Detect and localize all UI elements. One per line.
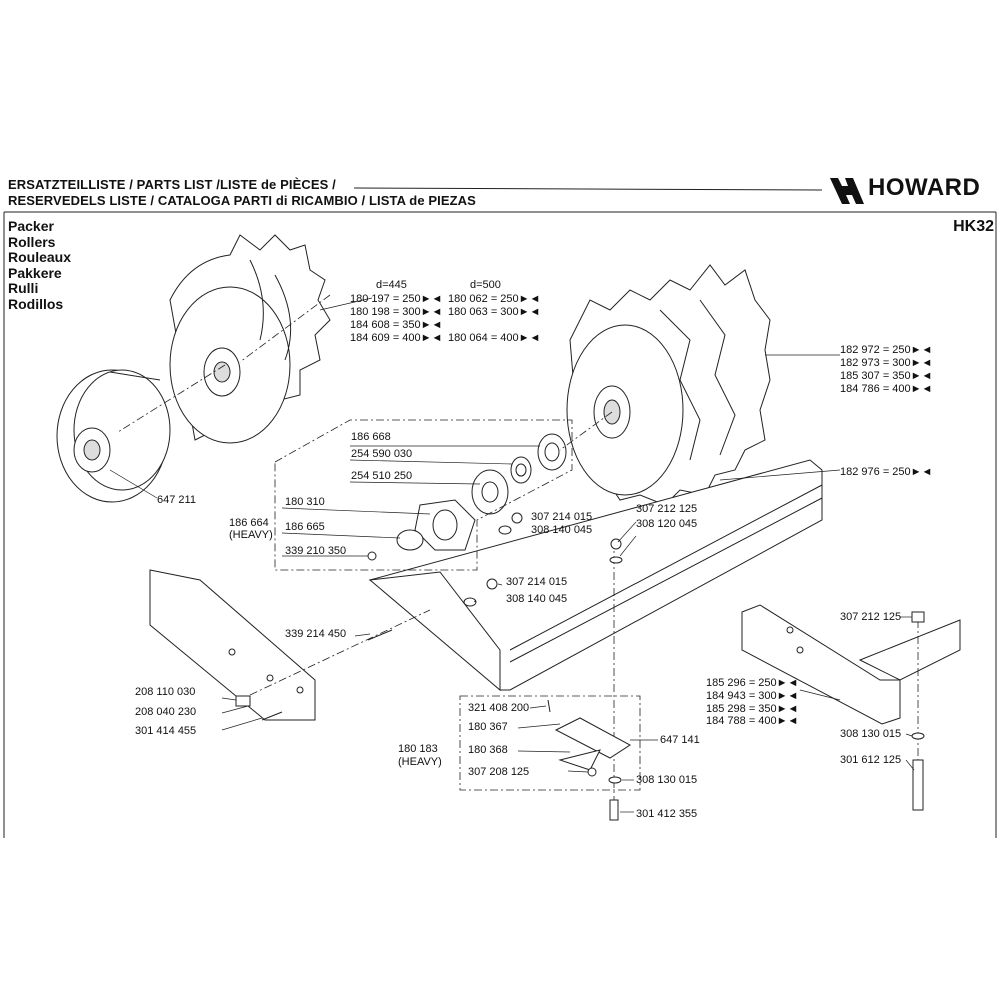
part-180310: 180 310 <box>285 496 325 508</box>
part-180062: 180 062 = 250►◄ <box>448 293 541 305</box>
part-180183: 180 183 <box>398 743 438 755</box>
part-186668: 186 668 <box>351 431 391 443</box>
part-184943: 184 943 = 300►◄ <box>706 690 799 702</box>
part-301414455: 301 414 455 <box>135 725 197 737</box>
label-heavy-1: (HEAVY) <box>229 529 273 541</box>
small-roller <box>56 369 171 503</box>
brand-name: HOWARD <box>868 174 981 201</box>
part-180197: 180 197 = 250►◄ <box>350 293 443 305</box>
packer-roller-right <box>566 264 771 506</box>
left-plate <box>149 569 316 721</box>
packer-roller-left <box>169 234 331 444</box>
part-254510250: 254 510 250 <box>351 470 413 482</box>
part-308120045: 308 120 045 <box>636 518 698 530</box>
howard-logo-icon <box>830 178 864 204</box>
part-301412355: 301 412 355 <box>636 808 698 820</box>
part-184609: 184 609 = 400►◄ <box>350 332 443 344</box>
part-308140045-b: 308 140 045 <box>506 593 568 605</box>
part-301612125: 301 612 125 <box>840 754 902 766</box>
part-180368: 180 368 <box>468 744 508 756</box>
title-de: Packer <box>8 218 54 234</box>
leader-lines <box>109 297 915 813</box>
howard-logo: HOWARD <box>828 170 998 210</box>
part-182973: 182 973 = 300►◄ <box>840 357 933 369</box>
part-184788: 184 788 = 400►◄ <box>706 715 799 727</box>
part-307212125-a: 307 212 125 <box>636 503 698 515</box>
part-180063: 180 063 = 300►◄ <box>448 306 541 318</box>
part-180064: 180 064 = 400►◄ <box>448 332 541 344</box>
part-184608: 184 608 = 350►◄ <box>350 319 443 331</box>
right-bracket <box>741 604 961 725</box>
title-list: Packer Rollers Rouleaux Pakkere Rulli Ro… <box>8 218 72 313</box>
part-308130015-a: 308 130 015 <box>636 774 698 786</box>
part-339210350: 339 210 350 <box>285 545 347 557</box>
header-line-1: ERSATZTEILLISTE / PARTS LIST /LISTE de P… <box>8 177 336 192</box>
title-es: Rodillos <box>8 295 64 312</box>
part-308130015-b: 308 130 015 <box>840 728 902 740</box>
part-254590030: 254 590 030 <box>351 448 413 460</box>
part-307212125-b: 307 212 125 <box>840 611 902 623</box>
title-dk: Pakkere <box>8 264 62 281</box>
part-180367: 180 367 <box>468 721 508 733</box>
title-fr: Rouleaux <box>8 249 72 266</box>
label-d500: d=500 <box>470 279 501 291</box>
label-d445: d=445 <box>376 279 407 291</box>
header-line-2: RESERVEDELS LISTE / CATALOGA PARTI di RI… <box>8 193 476 208</box>
part-184786: 184 786 = 400►◄ <box>840 383 933 395</box>
part-185298: 185 298 = 350►◄ <box>706 703 799 715</box>
part-307208125: 307 208 125 <box>468 766 530 778</box>
part-186664: 186 664 <box>229 517 269 529</box>
part-182976: 182 976 = 250►◄ <box>840 466 933 478</box>
part-185307: 185 307 = 350►◄ <box>840 370 933 382</box>
part-647141: 647 141 <box>660 734 700 746</box>
main-beam <box>368 459 823 692</box>
part-339214450: 339 214 450 <box>285 628 347 640</box>
part-321408200: 321 408 200 <box>468 702 530 714</box>
model-code: HK32 <box>953 218 994 235</box>
part-308140045-a: 308 140 045 <box>531 524 593 536</box>
bearing-parts <box>367 433 567 561</box>
part-186665: 186 665 <box>285 521 325 533</box>
title-en: Rollers <box>8 233 56 250</box>
part-307214015-b: 307 214 015 <box>506 576 568 588</box>
title-it: Rulli <box>8 280 39 297</box>
part-185296: 185 296 = 250►◄ <box>706 677 799 689</box>
part-307214015-a: 307 214 015 <box>531 511 593 523</box>
fasteners <box>235 512 925 821</box>
part-180198: 180 198 = 300►◄ <box>350 306 443 318</box>
part-182972: 182 972 = 250►◄ <box>840 344 933 356</box>
frame-lines <box>3 187 997 838</box>
part-208040230: 208 040 230 <box>135 706 197 718</box>
part-647211: 647 211 <box>157 494 196 506</box>
part-208110030: 208 110 030 <box>135 686 196 698</box>
label-heavy-2: (HEAVY) <box>398 756 442 768</box>
